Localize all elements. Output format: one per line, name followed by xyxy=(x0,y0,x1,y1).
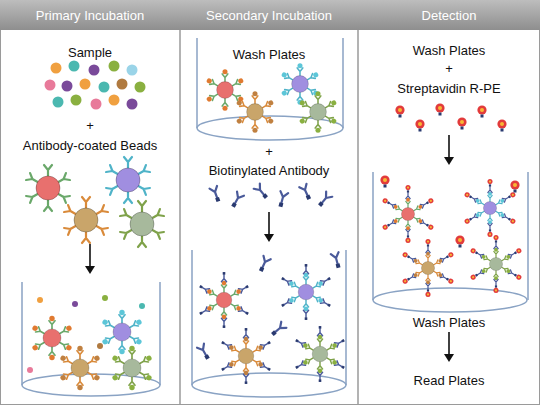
stage-header: Primary Incubation xyxy=(0,0,180,30)
panel-divider xyxy=(179,0,181,405)
capture-beads xyxy=(26,157,164,247)
step-label: + xyxy=(86,118,94,133)
step-label: Antibody-coated Beads xyxy=(23,138,157,153)
step-label: Streptavidin R-PE xyxy=(397,81,500,96)
bound-beads xyxy=(31,310,152,390)
assay-well xyxy=(373,172,528,312)
detected-beads xyxy=(382,179,523,297)
step-label: + xyxy=(445,61,453,76)
step-label: Wash Plates xyxy=(413,43,486,58)
washed-beads xyxy=(206,63,337,132)
biotinylated-antibodies xyxy=(210,184,333,209)
sample-analytes xyxy=(45,61,146,110)
stage-header: Detection xyxy=(358,0,540,30)
header-text: Secondary Incubation xyxy=(206,8,332,23)
streptavidin-pe xyxy=(395,103,506,131)
panel-divider xyxy=(357,0,359,405)
assay-well xyxy=(192,250,346,397)
step-label: Wash Plates xyxy=(413,315,486,330)
free-antibodies xyxy=(197,252,342,361)
step-arrow xyxy=(444,135,454,165)
header-text: Detection xyxy=(422,8,477,23)
assay-well xyxy=(197,38,343,140)
step-label: Wash Plates xyxy=(233,47,306,62)
step-label: Biotinylated Antibody xyxy=(209,163,330,178)
sandwich-beads xyxy=(198,264,345,384)
step-label: Sample xyxy=(68,45,112,60)
header-text: Primary Incubation xyxy=(36,8,144,23)
stage-header: Secondary Incubation xyxy=(180,0,358,30)
assay-well xyxy=(22,282,160,396)
step-arrow xyxy=(444,332,454,362)
step-arrow xyxy=(85,244,95,274)
step-label: Read Plates xyxy=(414,373,485,388)
step-arrow xyxy=(264,212,274,242)
free-streptavidin-pe xyxy=(380,175,519,247)
step-label: + xyxy=(265,144,273,159)
